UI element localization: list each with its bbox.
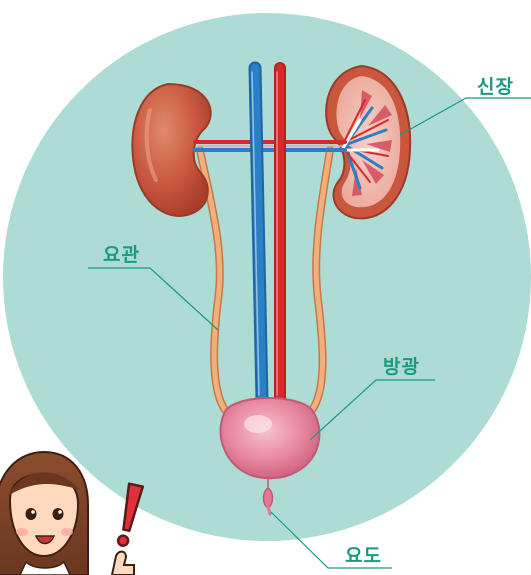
urethra-label: 요도 xyxy=(345,541,382,568)
bladder-label: 방광 xyxy=(383,352,420,379)
kidney-label: 신장 xyxy=(477,72,514,99)
ureter-label: 요관 xyxy=(103,240,140,267)
